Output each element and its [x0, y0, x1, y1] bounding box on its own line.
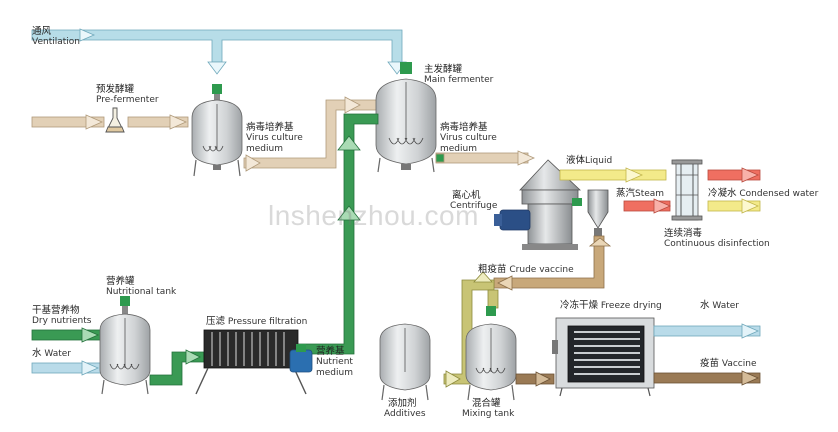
mix-to-dryer-pipe	[515, 371, 555, 387]
condensed-water-pipe	[707, 167, 761, 214]
nutrient-medium-label-en2: medium	[316, 368, 353, 378]
freeze-drying-label: 冷冻干燥 Freeze drying	[560, 300, 662, 312]
nutritional-tank-label-cn: 营养罐	[106, 276, 135, 287]
additives-label-cn: 添加剂	[388, 398, 417, 409]
mixing-tank-label-cn: 混合罐	[472, 398, 501, 409]
water-right-label-en: Water	[712, 301, 739, 311]
liquid-pipe	[559, 167, 667, 183]
crude-vaccine-label: 粗疫苗 Crude vaccine	[478, 264, 574, 276]
water-left-label-en: Water	[44, 349, 71, 359]
mixing-tank-label-en: Mixing tank	[462, 409, 515, 419]
virus-culture-1-label-en: Virus culture	[246, 133, 303, 143]
ventilation-pipe	[31, 28, 407, 75]
virus-medium-pipe-2	[435, 150, 535, 166]
freeze-drying-label-cn: 冷冻干燥	[560, 300, 599, 311]
pre-fermenter-flask-icon	[105, 107, 125, 133]
vaccine-label-en: Vaccine	[721, 359, 757, 369]
mixing-tank	[465, 306, 517, 401]
main-fermenter-label-en: Main fermenter	[424, 75, 494, 85]
condensed-water-label: 冷凝水 Condensed water	[708, 188, 818, 200]
dryer-outputs	[653, 323, 761, 386]
dry-nutrients-label-cn: 干基营养物	[32, 305, 80, 316]
pre-fermenter-tank	[191, 84, 243, 177]
nutritional-tank-label-en: Nutritional tank	[106, 287, 177, 297]
liquid-label-cn: 液体	[566, 155, 586, 166]
water-right-label: 水 Water	[700, 300, 739, 312]
condensed-water-label-cn: 冷凝水	[708, 188, 737, 199]
nutritional-tank	[99, 296, 151, 395]
vaccine-label-cn: 疫苗	[700, 358, 720, 369]
continuous-disinfection-unit	[671, 159, 703, 221]
nutrient-medium-pipe	[149, 113, 379, 386]
watermark-text: lnshenzhou.com	[268, 200, 479, 231]
steam-label-en: Steam	[635, 189, 665, 199]
liquid-label-en: Liquid	[585, 156, 613, 166]
steam-pipe	[623, 198, 671, 214]
pressure-filtration-label-en: Pressure filtration	[227, 317, 308, 327]
virus-culture-2-label-cn: 病毒培养基	[440, 122, 488, 133]
crude-vaccine-hopper	[587, 189, 609, 236]
crude-vaccine-label-cn: 粗疫苗	[478, 264, 507, 275]
pressure-filtration-label-cn: 压滤	[206, 316, 226, 327]
water-left-label: 水 Water	[32, 348, 71, 360]
centrifuge-label-en: Centrifuge	[450, 201, 498, 211]
nutrient-medium-label-cn: 营养基	[316, 346, 345, 357]
ventilation-label-cn: 通风	[32, 26, 52, 37]
nutrient-medium-label-en: Nutrient	[316, 357, 353, 367]
continuous-disinfection-label-cn: 连续消毒	[664, 228, 703, 239]
additives-tank	[379, 323, 431, 401]
pre-fermenter-label-en: Pre-fermenter	[96, 95, 159, 105]
pressure-filtration-label: 压滤 Pressure filtration	[206, 316, 307, 328]
centrifuge-machine	[494, 159, 582, 250]
condensed-water-label-en: Condensed water	[739, 189, 819, 199]
water-right-label-cn: 水	[700, 300, 710, 311]
additives-label-en: Additives	[384, 409, 426, 419]
dry-nutrients-label-en: Dry nutrients	[32, 316, 92, 326]
ventilation-label-en: Ventilation	[32, 37, 80, 47]
liquid-label: 液体Liquid	[566, 155, 612, 167]
virus-culture-2-label-en2: medium	[440, 144, 477, 154]
virus-culture-1-label-cn: 病毒培养基	[246, 122, 294, 133]
freeze-dryer-machine	[552, 317, 655, 397]
virus-culture-2-label-en: Virus culture	[440, 133, 497, 143]
crude-vaccine-label-en: Crude vaccine	[509, 265, 574, 275]
steam-label: 蒸汽Steam	[616, 188, 664, 200]
pre-fermenter-label-cn: 预发酵罐	[96, 84, 135, 95]
main-fermenter-tank	[375, 62, 437, 173]
freeze-drying-label-en: Freeze drying	[600, 301, 662, 311]
main-fermenter-label-cn: 主发酵罐	[424, 64, 463, 75]
vaccine-label: 疫苗 Vaccine	[700, 358, 757, 370]
centrifuge-label-cn: 离心机	[452, 190, 481, 201]
virus-culture-1-label-en2: medium	[246, 144, 283, 154]
water-left-label-cn: 水	[32, 348, 42, 359]
continuous-disinfection-label-en: Continuous disinfection	[664, 239, 770, 249]
pressure-filter-machine	[195, 329, 313, 395]
steam-label-cn: 蒸汽	[616, 188, 636, 199]
pre-fermenter-feed	[31, 114, 189, 130]
